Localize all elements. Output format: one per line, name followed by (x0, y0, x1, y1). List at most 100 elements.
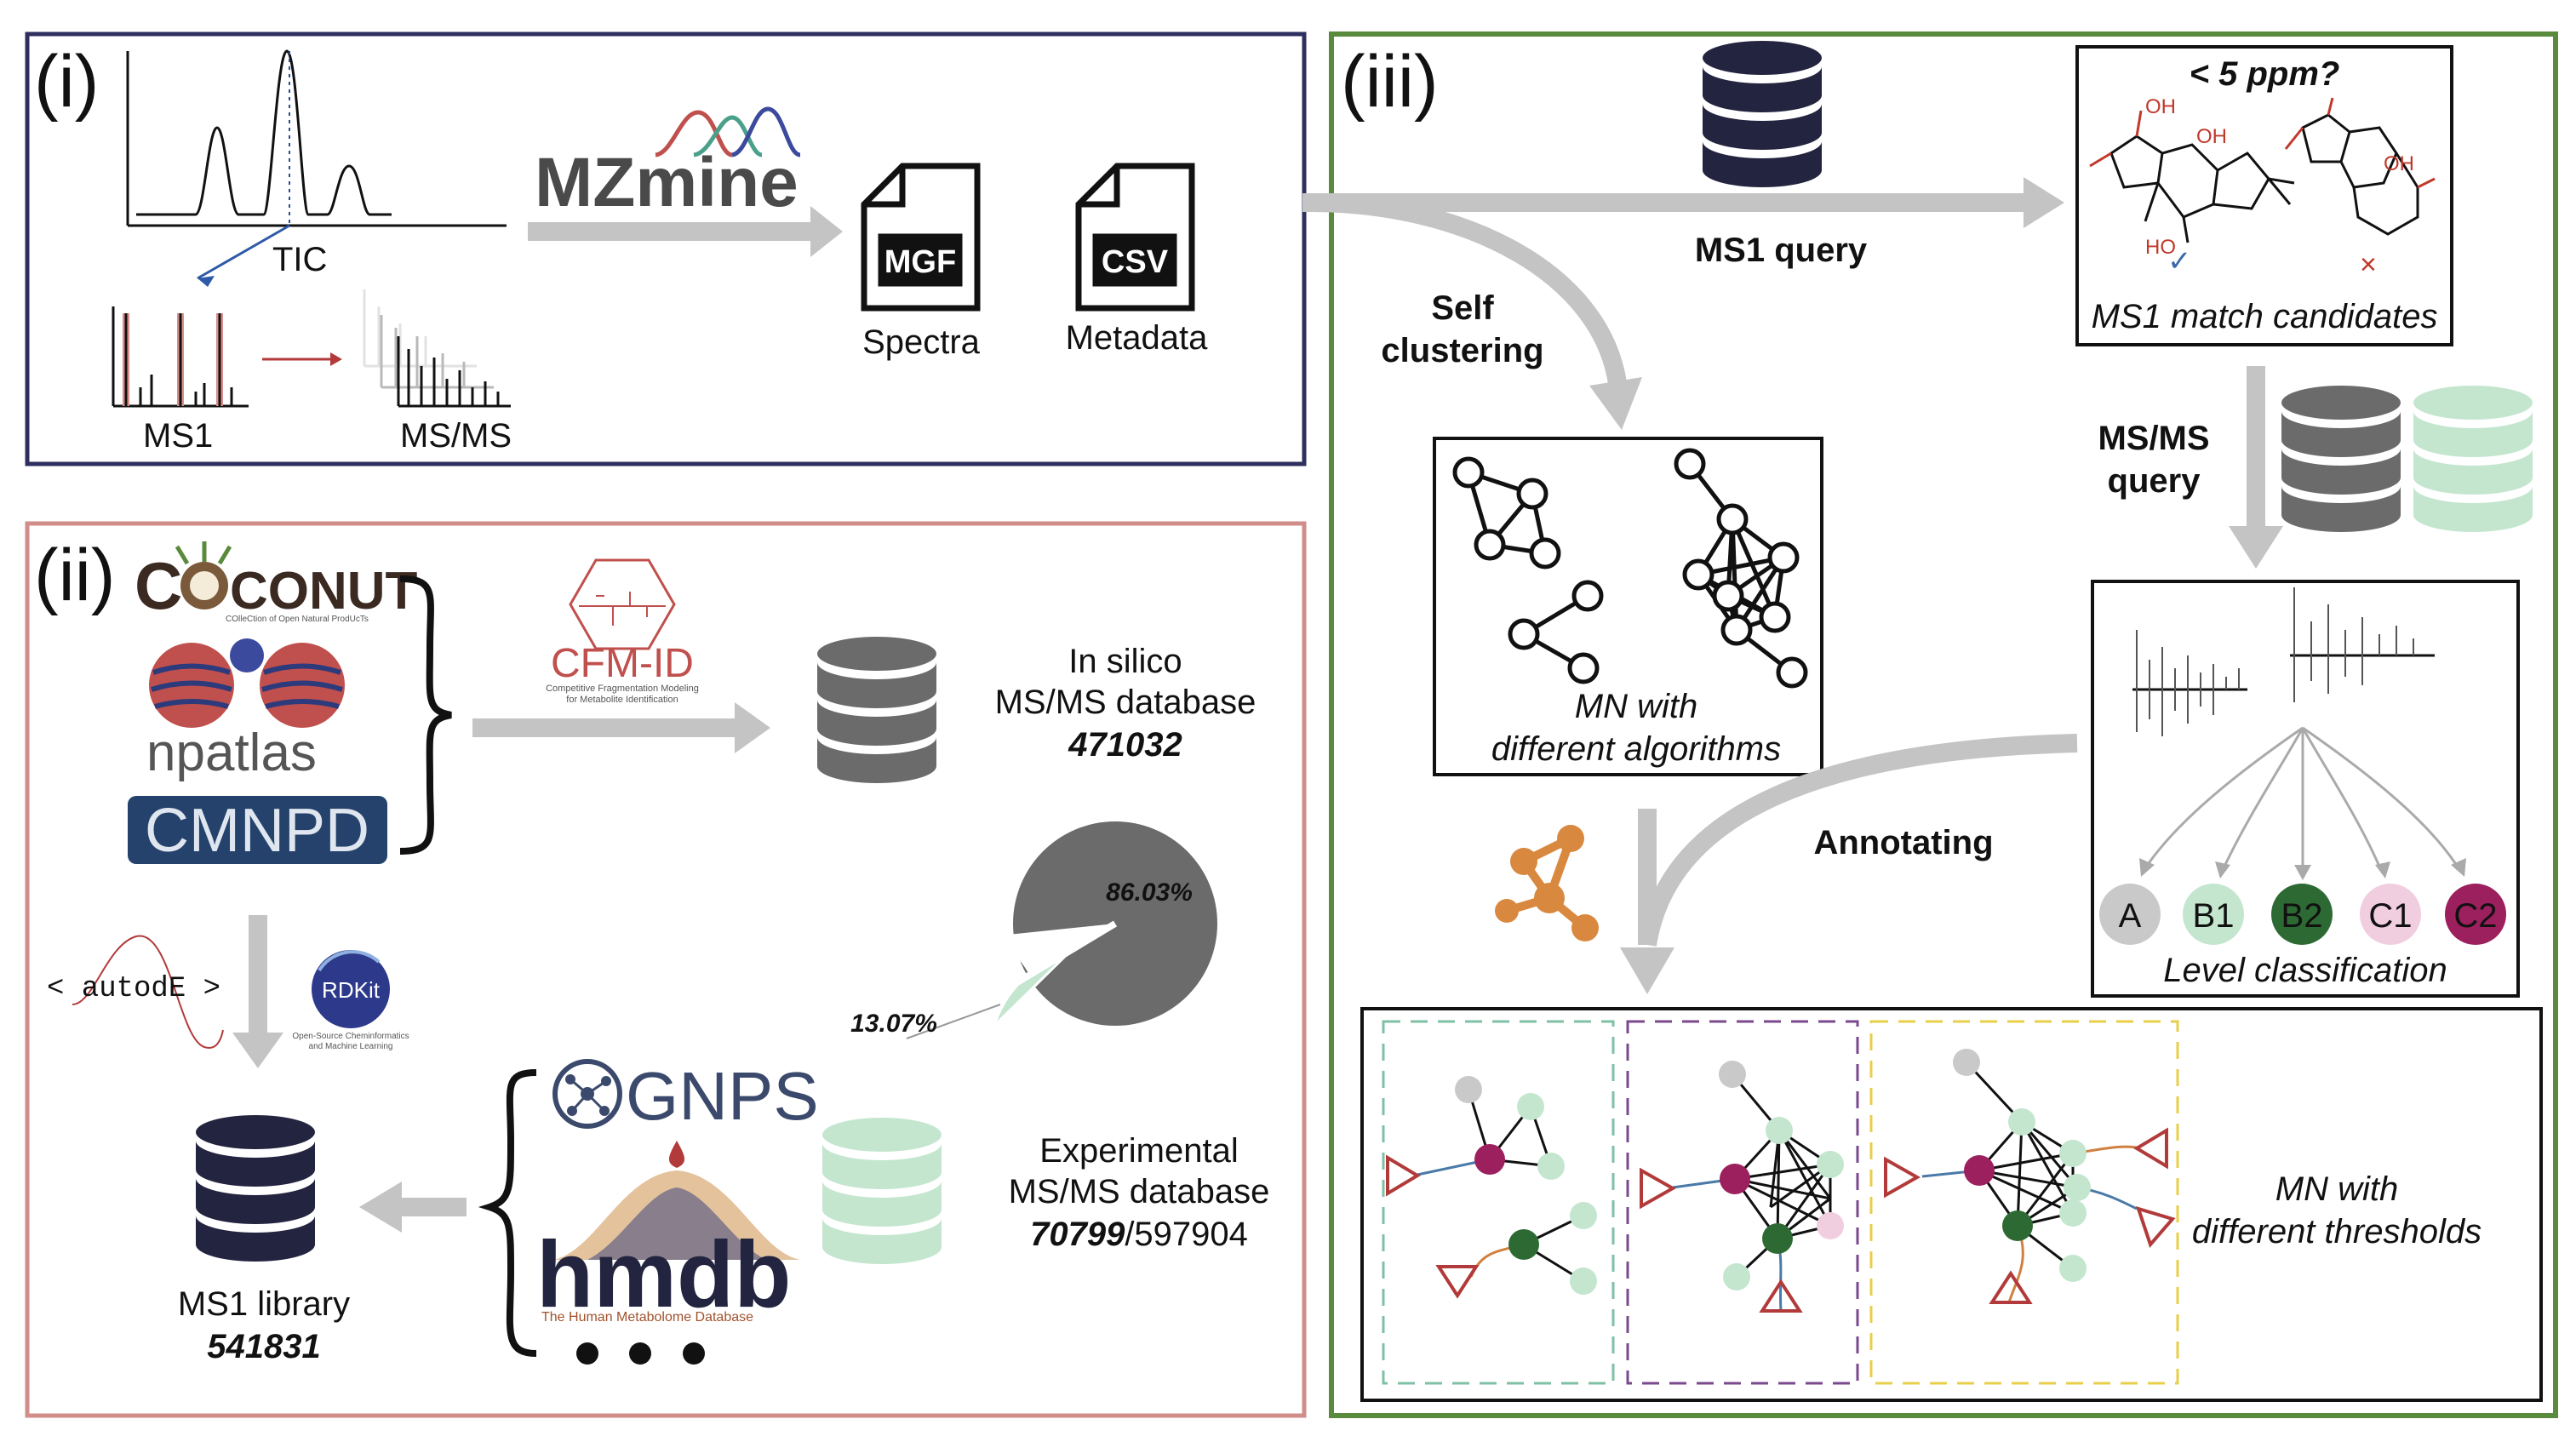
hmdb-wordmark: hmdb (536, 1222, 791, 1327)
rejected-cross-icon: × (2360, 249, 2377, 281)
cfmid-subtitle-1: Competitive Fragmentation Modeling (546, 684, 699, 694)
insilico-count: 471032 (1068, 726, 1182, 764)
sources-brace (399, 575, 452, 855)
ms1-db-icon (1703, 41, 1822, 187)
ms1-label: MS1 (143, 417, 213, 455)
msms-query-label-2: query (2108, 462, 2201, 500)
experimental-label-2: MS/MS database (1009, 1173, 1270, 1210)
panel-ii-tag: (ii) (34, 535, 116, 616)
cmnpd-wordmark: CMNPD (145, 797, 369, 865)
experimental-db-small-icon (2413, 386, 2533, 532)
annotating-arrow (1638, 734, 2078, 947)
panel-i-tag: (i) (34, 41, 99, 123)
annotating-label: Annotating (1813, 824, 1993, 861)
ms1-library-icon (196, 1115, 315, 1262)
self-clustering-arrow (1310, 193, 1627, 385)
ms1-query-label: MS1 query (1695, 232, 1868, 269)
insilico-label-2: MS/MS database (995, 684, 1257, 721)
hmdb-subtitle: The Human Metabolome Database (541, 1310, 753, 1325)
threshold-1-network (1386, 1076, 1597, 1299)
candidate-structure-1 (2089, 110, 2295, 243)
mn-algorithms-networks (1452, 448, 1808, 689)
level-b2-badge (2271, 884, 2333, 945)
ms1-match-candidates-box (2075, 45, 2453, 346)
level-b1-badge (2183, 884, 2244, 945)
panel-ii: (ii) C CONUT COlleCtion of Open Natural … (25, 521, 1307, 1418)
mgf-label: MGF (884, 244, 956, 280)
threshold-2-frame (1626, 1020, 1859, 1385)
panel-iii: (iii) MS1 query Self clustering < 5 ppm?… (1302, 31, 2558, 1418)
spectra-label: Spectra (862, 323, 981, 361)
candidate-structure-2 (2284, 97, 2436, 236)
npatlas-logo: npatlas (146, 638, 345, 782)
level-c1-label: C1 (2368, 897, 2412, 935)
gnps-logo: GNPS (552, 1058, 819, 1134)
msms-query-label-1: MS/MS (2098, 420, 2209, 457)
pie-label-large: 86.03% (1106, 878, 1193, 907)
threshold-3-network (1884, 1049, 2176, 1304)
coverage-pie (906, 821, 1217, 1039)
hmdb-logo: hmdb The Human Metabolome Database (536, 1141, 800, 1327)
autode-logo: < autodE > (47, 935, 224, 1049)
mzmine-logo: MZmine (535, 106, 801, 221)
experimental-count: 70799/597904 (1030, 1216, 1248, 1253)
self-clustering-label-1: Self (1431, 289, 1494, 327)
rdkit-wordmark: RDKit (322, 977, 381, 1003)
accepted-check-icon: ✓ (2167, 245, 2192, 278)
oh-label-1: OH (2145, 95, 2176, 118)
level-fan-arrows (2144, 726, 2460, 869)
level-a-label: A (2119, 897, 2142, 935)
cfmid-logo: CFM-ID Competitive Fragmentation Modelin… (546, 558, 699, 705)
threshold-1-frame (1382, 1020, 1615, 1385)
rdkit-subtitle-1: Open-Source Cheminformatics (292, 1032, 409, 1041)
ms1-library-count: 541831 (207, 1328, 320, 1365)
mgf-file-icon (861, 163, 981, 312)
experimental-sources-brace (478, 1069, 537, 1357)
coconut-logo: C CONUT COlleCtion of Open Natural ProdU… (135, 541, 418, 624)
mn-algorithms-label-1: MN with (1575, 688, 1697, 725)
level-classification-label: Level classification (2163, 952, 2447, 989)
threshold-3-frame (1869, 1020, 2179, 1385)
cfmid-wordmark: CFM-ID (551, 641, 694, 686)
ho-label: HO (2145, 236, 2176, 259)
more-sources-ellipsis (576, 1342, 705, 1365)
cfmid-subtitle-2: for Metabolite Identification (566, 695, 678, 705)
mzmine-wordmark: MZmine (535, 144, 799, 221)
mn-algorithms-label-2: different algorithms (1491, 730, 1781, 768)
ms1-spectrum (112, 306, 249, 408)
level-c2-badge (2445, 884, 2506, 945)
ms1-library-label: MS1 library (178, 1285, 350, 1323)
panel-iii-tag: (iii) (1341, 41, 1439, 123)
level-a-badge (2099, 884, 2161, 945)
msms-label: MS/MS (400, 417, 512, 455)
pie-label-small: 13.07% (850, 1010, 937, 1038)
ppm-question: < 5 ppm? (2190, 55, 2340, 93)
oh-label-2: OH (2196, 125, 2227, 148)
level-b2-label: B2 (2281, 897, 2323, 935)
level-fan-arrowheads (2139, 858, 2466, 880)
csv-label: CSV (1102, 244, 1169, 280)
tic-chromatogram (126, 49, 507, 287)
self-clustering-label-2: clustering (1381, 332, 1543, 369)
mn-thresholds-box (1360, 1007, 2543, 1402)
cmnpd-logo: CMNPD (128, 796, 387, 865)
level-c2-label: C2 (2453, 897, 2497, 935)
coconut-subtitle: COlleCtion of Open Natural ProdUcTs (226, 615, 369, 624)
experimental-database-icon (822, 1118, 942, 1264)
csv-file-icon (1075, 163, 1195, 312)
panel-ii-border (25, 521, 1307, 1418)
insilico-database-icon (817, 637, 936, 783)
tic-label: TIC (272, 241, 327, 278)
level-badges: A B1 B2 C1 C2 (2099, 884, 2506, 945)
coconut-wordmark: CONUT (230, 562, 418, 621)
npatlas-wordmark: npatlas (146, 724, 317, 782)
experimental-label-1: Experimental (1039, 1132, 1238, 1170)
level-c1-badge (2360, 884, 2421, 945)
gnps-wordmark: GNPS (626, 1058, 819, 1134)
threshold-2-network (1640, 1061, 1844, 1313)
panel-i-border (25, 31, 1307, 466)
insilico-label-1: In silico (1068, 643, 1182, 680)
mirror-spectra (2132, 587, 2435, 736)
molecular-network-icon (1495, 825, 1599, 941)
rdkit-subtitle-2: and Machine Learning (309, 1042, 393, 1051)
